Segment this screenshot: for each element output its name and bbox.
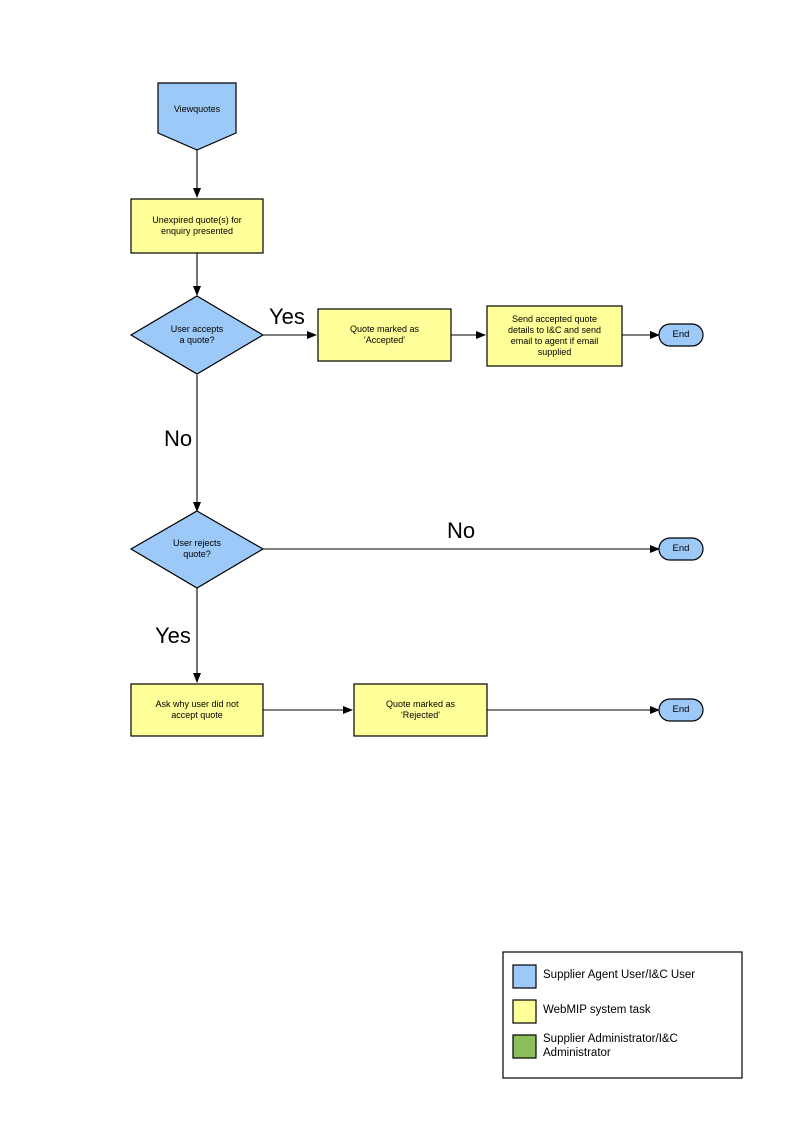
- legend-swatch-supplier-administrator: [512, 1034, 537, 1059]
- node-end-rejected-label: End: [672, 704, 690, 715]
- node-ask-why-not-accepted[interactable]: [130, 683, 264, 737]
- node-quote-marked-accepted[interactable]: [317, 308, 452, 362]
- node-end-no-rejects-label: End: [672, 543, 690, 554]
- edge-label-yes-accepts: Yes: [269, 304, 305, 329]
- node-send-accepted-details[interactable]: [486, 305, 623, 367]
- legend-swatch-webmip-system: [512, 999, 537, 1024]
- legend-label-webmip-system: WebMIP system task: [543, 1004, 651, 1016]
- legend-label-supplier-agent: Supplier Agent User/I&C User: [543, 969, 696, 981]
- node-end-rejected[interactable]: [658, 698, 704, 722]
- edge-label-no-accepts: No: [164, 426, 193, 451]
- node-unexpired-quotes[interactable]: [130, 198, 264, 254]
- node-end-no-rejects[interactable]: [658, 537, 704, 561]
- legend-panel: [502, 951, 743, 1079]
- node-start-viewquotes[interactable]: [157, 82, 237, 151]
- edge-label-no-rejects: No: [447, 518, 476, 543]
- node-decision-user-rejects[interactable]: [129, 510, 265, 589]
- node-quote-marked-rejected[interactable]: [353, 683, 488, 737]
- edge-label-yes-rejects: Yes: [155, 623, 191, 648]
- legend-swatch-supplier-agent: [512, 964, 537, 989]
- legend-label-supplier-administrator: Supplier Administrator/I&C Administrator: [543, 1033, 678, 1059]
- node-decision-user-accepts[interactable]: [129, 295, 265, 375]
- node-end-accepted[interactable]: [658, 323, 704, 347]
- node-end-accepted-label: End: [672, 329, 690, 340]
- connectors: [193, 150, 660, 714]
